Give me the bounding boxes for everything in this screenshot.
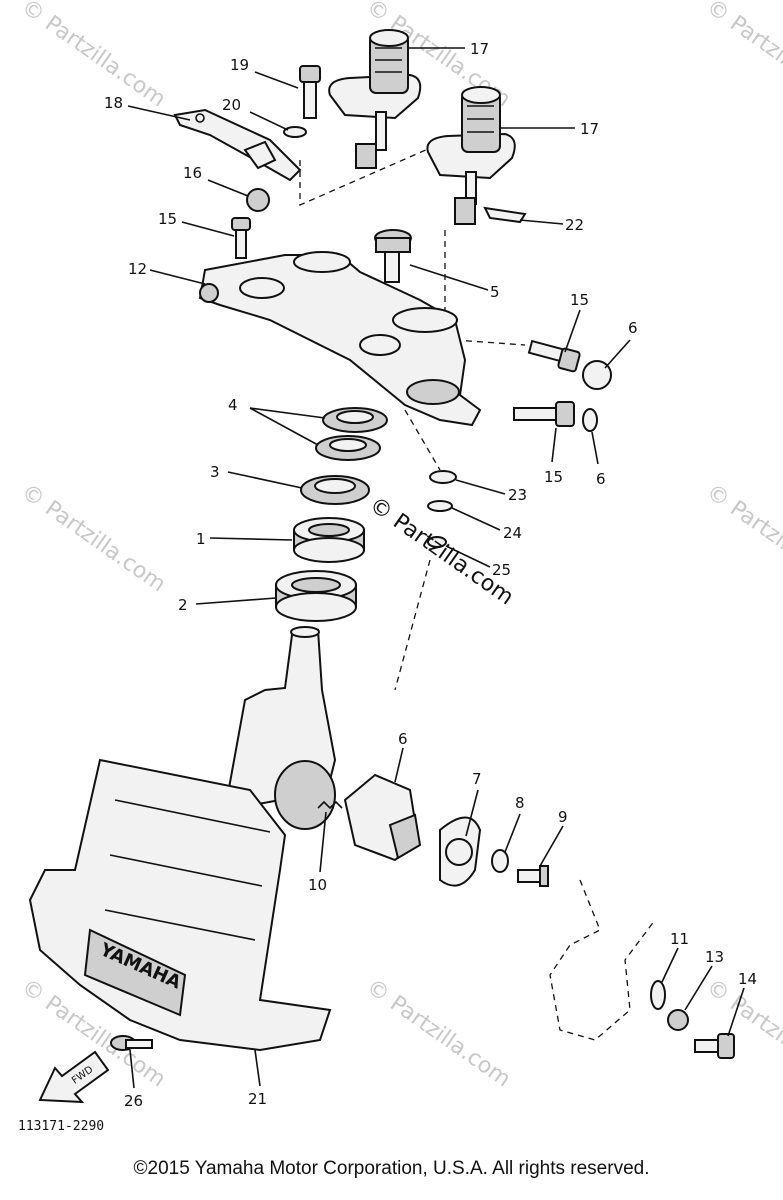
copyright-notice: ©2015 Yamaha Motor Corporation, U.S.A. A… [133,1158,650,1179]
label-6: 6 [398,730,408,748]
fwd-arrow: FWD [38,1050,110,1104]
part-12-bolt [694,1033,735,1059]
part-13-nut [667,1009,689,1031]
label-2: 2 [178,596,188,614]
label-25: 21 [248,1090,267,1108]
part-4-ring-nuts [315,407,388,461]
label-22: 24 [503,524,522,542]
label-5: 5 [490,283,500,301]
label-15: 15 [544,468,563,486]
label-14: 12 [128,260,147,278]
part-20-washer [283,126,307,138]
label-4: 4 [228,396,238,414]
parts-diagram: © Partzilla.com © Partzilla.com © Partzi… [17,0,783,1134]
watermark-text: © Partzilla.com [17,0,170,112]
label-10: 10 [308,876,327,894]
leader-lines [127,47,745,1089]
part-16-nut [246,188,270,212]
callouts: 17 17 19 20 18 16 15 12 5 22 15 6 15 6 4… [104,40,757,1110]
part-2-bearing [275,570,357,622]
part-15-bolt-c [513,401,575,427]
part-17-upper [328,29,422,169]
part-6-cap-a [582,360,612,390]
part-18-bracket [173,108,302,182]
part-9-pin [517,865,549,887]
label-6: 6 [596,470,606,488]
part-6-lock [274,760,422,862]
watermark-text: © Partzilla.com [362,974,515,1092]
label-12: 14 [738,970,757,988]
part-15-bolt-b [527,339,581,373]
part-26-screw [110,1035,153,1051]
label-19: 19 [230,56,249,74]
label-8: 8 [515,794,525,812]
label-7: 7 [472,770,482,788]
label-6: 6 [628,319,638,337]
label-24: 22 [565,216,584,234]
label-26: 26 [124,1092,143,1110]
label-3: 3 [210,463,220,481]
part-6-cap-b [582,408,598,432]
figure-code: 113171-2290 [18,1119,104,1134]
watermark-text: © Partzilla.com [702,0,783,112]
part-24-cotter-pin [483,206,527,224]
label-9: 9 [558,808,568,826]
fork-leg-outline [549,879,656,1041]
label-17: 17 [580,120,599,138]
part-3-seal [300,475,370,505]
assembly-lines [299,134,526,691]
label-1: 1 [196,530,206,548]
label-17: 17 [470,40,489,58]
part-15-bolt-a [231,217,251,259]
part-17-lower [426,86,516,225]
label-15: 15 [570,291,589,309]
part-23-washer [427,536,447,548]
part-22-washer [427,500,453,512]
label-20: 20 [222,96,241,114]
part-25-cover: YAMAHA [28,758,332,1052]
watermark-text: © Partzilla.com [702,479,783,597]
label-11: 11 [670,930,689,948]
part-8-washer [491,849,509,873]
label-18: 18 [104,94,123,112]
watermark-text: © Partzilla.com [17,479,170,597]
part-21-washer [429,470,457,484]
part-19-bolt [299,65,321,119]
part-7-plate [439,816,482,887]
part-14-bracket [198,251,482,427]
part-11-washer [650,980,666,1010]
label-15: 15 [158,210,177,228]
label-23: 25 [492,561,511,579]
part-1-bearing [293,517,365,563]
label-13: 13 [705,948,724,966]
label-21: 23 [508,486,527,504]
part-10-spring [317,800,343,810]
part-5-bolt [374,229,412,283]
label-16: 16 [183,164,202,182]
